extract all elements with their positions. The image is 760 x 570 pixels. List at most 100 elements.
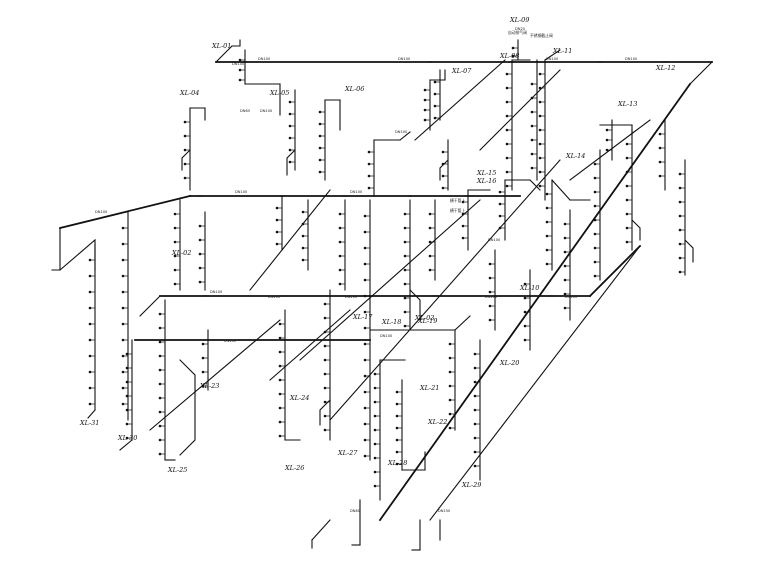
floor-outlet-node (563, 292, 567, 296)
floor-outlet-node (593, 260, 597, 264)
main-tee (279, 195, 285, 197)
floor-outlet-node (158, 396, 162, 400)
floor-outlet-node (121, 402, 125, 406)
floor-outlet-node (530, 96, 534, 100)
floor-outlet-node (323, 330, 327, 334)
floor-outlet-node (275, 218, 279, 222)
main-tee (465, 195, 471, 197)
floor-outlet-node (498, 226, 502, 230)
floor-outlet-node (678, 172, 682, 176)
floor-outlet-node (318, 158, 322, 162)
floor-outlet-node (530, 138, 534, 142)
floor-outlet-node (395, 426, 399, 430)
floor-outlet-node (593, 162, 597, 166)
floor-outlet-node (461, 224, 465, 228)
riser-label-xl-22: XL-22 (427, 418, 447, 426)
floor-outlet-node (395, 462, 399, 466)
floor-outlet-node (403, 254, 407, 258)
floor-outlet-node (88, 258, 92, 262)
floor-outlet-node (238, 78, 242, 82)
floor-outlet-node (88, 338, 92, 342)
floor-outlet-node (158, 340, 162, 344)
floor-outlet-node (563, 278, 567, 282)
floor-outlet-node (373, 442, 377, 446)
floor-outlet-node (121, 386, 125, 390)
pipe-size-label: DN100 (488, 238, 501, 242)
floor-outlet-node (373, 400, 377, 404)
riser-label-xl-10: XL-10 (519, 284, 539, 292)
pipe-size-label: DN100 (398, 57, 411, 61)
riser-label-xl-27: XL-27 (337, 449, 358, 457)
floor-outlet-node (173, 254, 177, 258)
pipe-size-label: DN100 (235, 190, 248, 194)
floor-outlet-node (678, 242, 682, 246)
floor-outlet-node (403, 282, 407, 286)
riser-offset (286, 149, 296, 176)
floor-outlet-node (88, 322, 92, 326)
labels-layer: XL-04 XL-05 XL-06 XL-07 XL-08 XL-09 XL-1… (79, 16, 675, 513)
floor-outlet-node (428, 268, 432, 272)
floor-outlet-node (198, 238, 202, 242)
riser-label-xl-29: XL-29 (461, 481, 481, 489)
floor-outlet-node (473, 450, 477, 454)
floor-outlet-node (625, 156, 629, 160)
floor-outlet-node (88, 290, 92, 294)
floor-outlet-node (530, 124, 534, 128)
floor-outlet-node (323, 344, 327, 348)
riser-label-xl-07: XL-07 (451, 67, 472, 75)
floor-outlet-node (121, 354, 125, 358)
riser-offset (409, 289, 421, 321)
riser-label-xl-06: XL-06 (344, 85, 364, 93)
floor-outlet-node (658, 132, 662, 136)
floor-outlet-node (338, 212, 342, 216)
floor-outlet-node (530, 166, 534, 170)
floor-outlet-node (183, 162, 187, 166)
main-tee (534, 61, 540, 63)
main-tee (509, 61, 515, 63)
floor-outlet-node (403, 296, 407, 300)
floor-outlet-node (538, 156, 542, 160)
floor-outlet-node (488, 276, 492, 280)
floor-outlet-node (338, 254, 342, 258)
floor-outlet-node (373, 386, 377, 390)
east-diagonal-main (378, 82, 692, 522)
fittings-layer (88, 46, 682, 488)
floor-outlet-node (423, 118, 427, 122)
floor-outlet-node (173, 212, 177, 216)
main-tee (432, 295, 438, 297)
floor-outlet-node (403, 240, 407, 244)
floor-outlet-node (323, 316, 327, 320)
riser-label-xl-23: XL-23 (199, 382, 219, 390)
floor-outlet-node (448, 356, 452, 360)
floor-outlet-node (158, 424, 162, 428)
floor-outlet-node (198, 252, 202, 256)
floor-outlet-node (88, 370, 92, 374)
pipe-size-label: DN150 (438, 509, 451, 513)
pipe-size-label: DN25 (515, 27, 525, 31)
left-feed-diagonal (58, 194, 192, 230)
floor-outlet-node (658, 160, 662, 164)
floor-outlet-node (473, 408, 477, 412)
riser-label-xl-11: XL-11 (552, 47, 572, 55)
floor-outlet-node (441, 150, 445, 154)
floor-outlet-node (373, 428, 377, 432)
floor-outlet-node (395, 390, 399, 394)
floor-outlet-node (433, 104, 437, 108)
main-tee (549, 295, 555, 297)
floor-outlet-node (658, 146, 662, 150)
floor-outlet-node (605, 128, 609, 132)
floor-outlet-node (173, 240, 177, 244)
floor-outlet-node (448, 370, 452, 374)
floor-outlet-node (88, 386, 92, 390)
floor-outlet-node (505, 100, 509, 104)
riser-offset (319, 399, 331, 426)
floor-outlet-node (173, 226, 177, 230)
floor-outlet-node (288, 160, 292, 164)
main-tee (197, 195, 203, 197)
floor-outlet-node (238, 68, 242, 72)
floor-outlet-node (605, 148, 609, 152)
floor-outlet-node (125, 380, 129, 384)
riser-label-xl-15: XL-15 (476, 169, 496, 177)
floor-outlet-node (158, 326, 162, 330)
riser-label-xl-21: XL-21 (419, 384, 439, 392)
